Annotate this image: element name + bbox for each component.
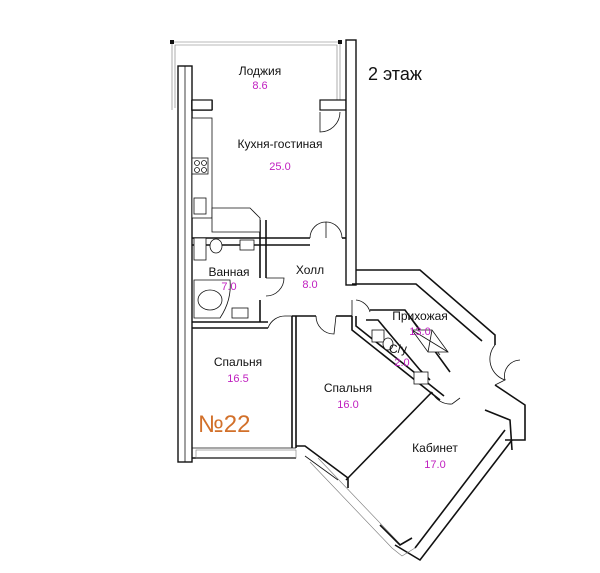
bath-fixtures: [193, 237, 255, 319]
room-name-bath: Ванная: [208, 265, 249, 279]
room-name-bedroom1: Спальня: [214, 355, 262, 369]
room-name-hall: Холл: [296, 263, 324, 277]
room-area-wc: 2.0: [394, 357, 409, 369]
room-area-entry: 13.0: [409, 326, 430, 338]
room-area-hall: 8.0: [302, 279, 317, 291]
loggia-outline: [170, 40, 342, 110]
room-name-loggia: Лоджия: [239, 64, 282, 78]
unit-number: №22: [198, 411, 250, 438]
kitchen-fixtures: [191, 117, 261, 233]
wc-fixtures: [371, 329, 449, 385]
room-name-kitchen: Кухня-гостиная: [238, 137, 323, 151]
room-name-entry: Прихожая: [392, 309, 448, 323]
room-area-bath: 7.0: [221, 281, 236, 293]
room-area-kitchen: 25.0: [269, 161, 290, 173]
room-name-bedroom2: Спальня: [324, 381, 372, 395]
room-area-bedroom2: 16.0: [337, 399, 358, 411]
room-area-bedroom1: 16.5: [227, 373, 248, 385]
room-labels: 2 этаж Лоджия 8.6 Кухня-гостиная 25.0 Ва…: [198, 64, 458, 471]
doors: [265, 111, 521, 405]
floor-label: 2 этаж: [368, 64, 422, 84]
bedroom-glazing: [195, 445, 416, 557]
room-name-study: Кабинет: [412, 441, 458, 455]
room-area-loggia: 8.6: [252, 80, 267, 92]
outer-walls: [177, 39, 526, 562]
room-area-study: 17.0: [424, 459, 445, 471]
room-name-wc: С/у: [389, 342, 407, 356]
